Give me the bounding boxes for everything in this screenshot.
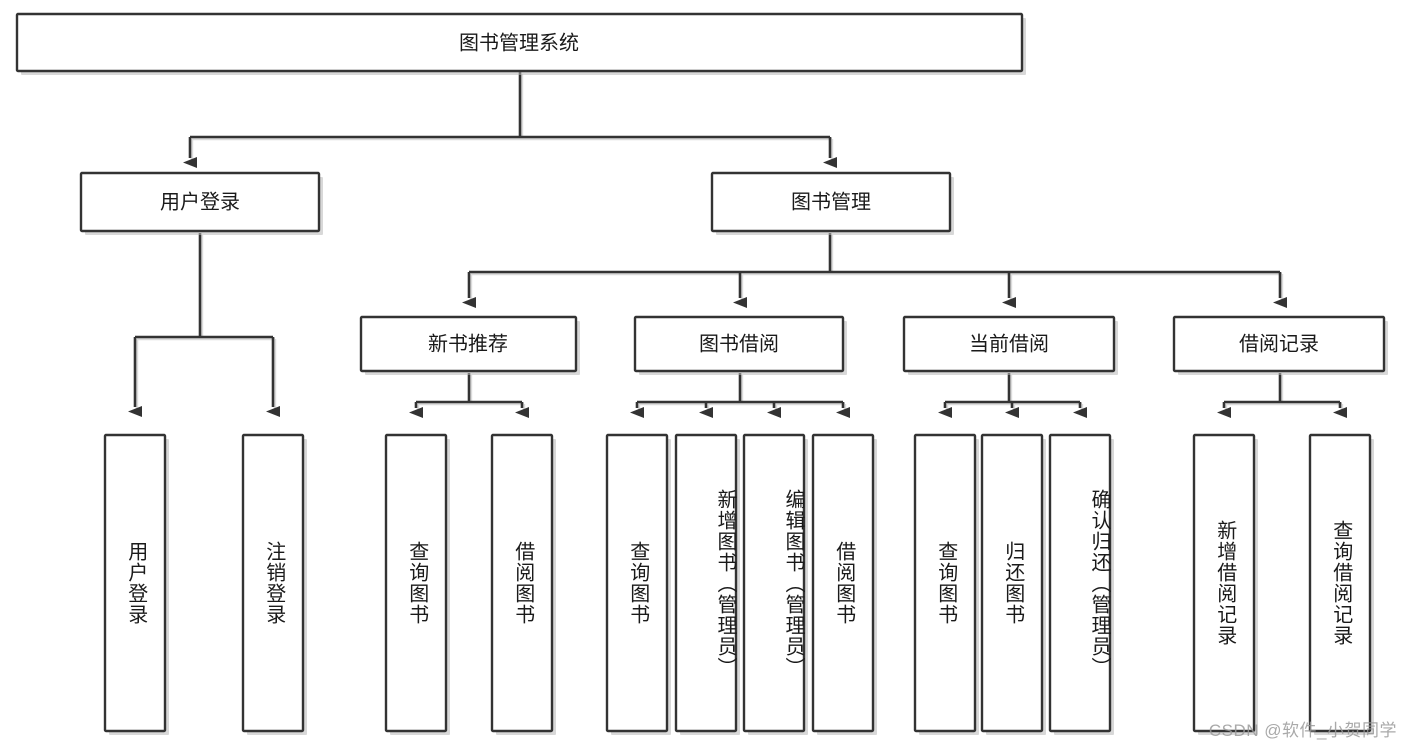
leaf-node[interactable]	[913, 433, 979, 735]
node-borrow-record-label: 借阅记录	[1239, 332, 1319, 355]
node-book-borrow[interactable]: 图书借阅	[633, 315, 847, 375]
node-user-login[interactable]: 用户登录	[79, 171, 323, 235]
node-root-label: 图书管理系统	[459, 31, 579, 54]
node-user-login-label: 用户登录	[160, 190, 240, 213]
connectors	[128, 72, 1347, 418]
leaf-node[interactable]	[1308, 433, 1374, 735]
leaf-node[interactable]	[103, 433, 169, 735]
connector-record-to-leaves	[1217, 373, 1347, 418]
node-root[interactable]: 图书管理系统	[15, 12, 1026, 75]
node-book-management-label: 图书管理	[791, 190, 871, 213]
node-new-book-recommend[interactable]: 新书推荐	[359, 315, 580, 375]
node-book-management[interactable]: 图书管理	[710, 171, 954, 235]
connector-borrow-to-leaves	[630, 373, 850, 418]
leaf-node[interactable]	[1192, 433, 1258, 735]
watermark-text: CSDN @软件_小贺同学	[1208, 721, 1397, 740]
leaf-node[interactable]	[605, 433, 671, 735]
leaf-node[interactable]	[742, 433, 808, 735]
connector-newbook-to-leaves	[409, 373, 529, 418]
node-new-book-recommend-label: 新书推荐	[428, 332, 508, 355]
node-current-borrow[interactable]: 当前借阅	[902, 315, 1118, 375]
leaf-node[interactable]	[1048, 433, 1114, 735]
node-book-borrow-label: 图书借阅	[699, 332, 779, 355]
connector-bookmgmt-to-level2	[462, 233, 1287, 308]
leaf-node[interactable]	[674, 433, 740, 735]
leaf-node[interactable]	[241, 433, 307, 735]
leaf-node[interactable]	[384, 433, 450, 735]
connector-current-to-leaves	[938, 373, 1087, 418]
node-borrow-record[interactable]: 借阅记录	[1172, 315, 1388, 375]
connector-userlogin-to-leaves	[128, 233, 280, 417]
leaf-node[interactable]	[490, 433, 556, 735]
leaf-node[interactable]	[980, 433, 1046, 735]
node-current-borrow-label: 当前借阅	[969, 332, 1049, 355]
leaf-node[interactable]	[811, 433, 877, 735]
connector-root-to-level1	[183, 72, 837, 168]
